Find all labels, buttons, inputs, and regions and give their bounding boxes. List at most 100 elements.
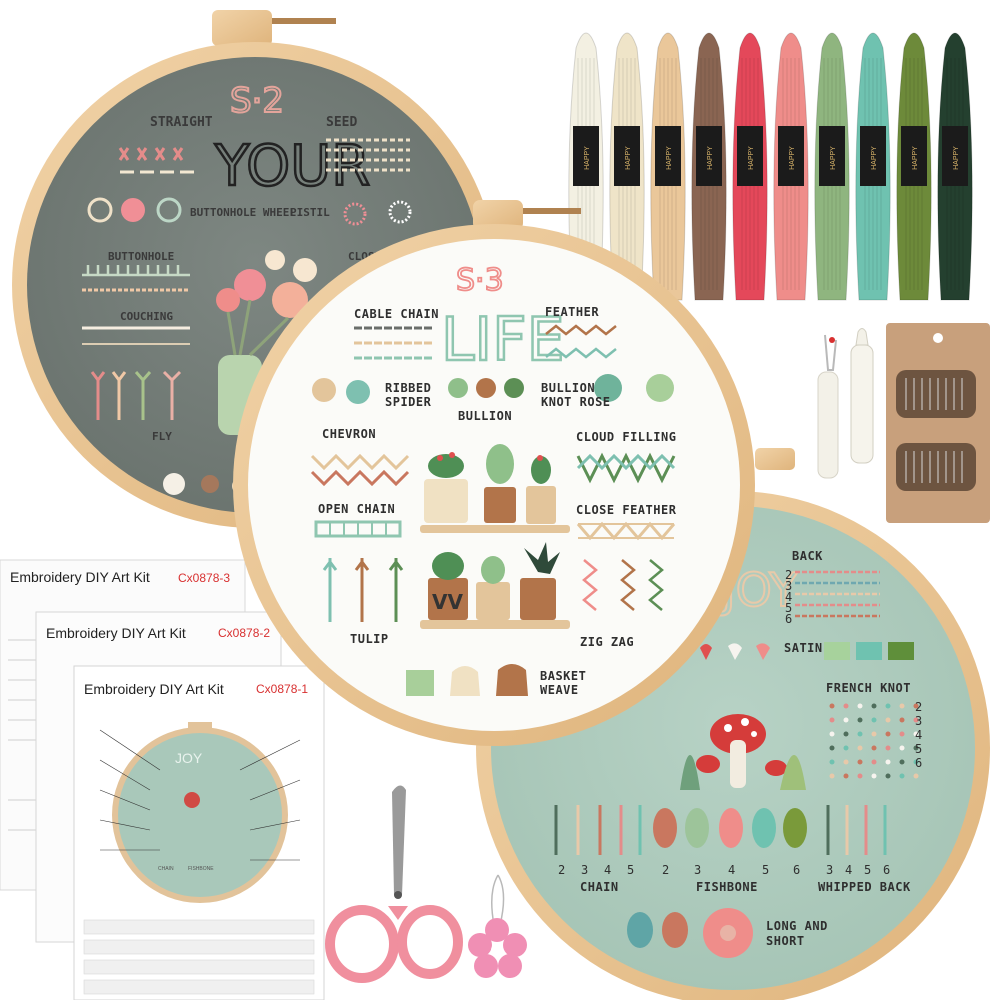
hoop-s1-label-chain: CHAIN <box>580 880 619 894</box>
hoop-s1-label-back: BACK <box>792 549 823 563</box>
french-knot-dot <box>913 703 919 709</box>
sheet-2-title: Embroidery DIY Art Kit <box>46 625 186 641</box>
hoop-s3-label-ribbed: RIBBED <box>385 381 431 395</box>
hoop-s3-open-chain-sample <box>314 520 402 538</box>
thread-band-label: HAPPY <box>666 146 673 170</box>
french-knot-dot <box>871 773 877 779</box>
french-knot-dot <box>857 703 863 709</box>
thread-band-label: HAPPY <box>953 146 960 170</box>
french-knot-dot <box>829 773 835 779</box>
thread-skein: HAPPY <box>691 32 727 301</box>
needle-threader <box>468 874 527 978</box>
hoop-s3-chevron-samples <box>310 453 410 487</box>
hoop-s3-close-feather-sample <box>576 521 676 541</box>
sheet-1-fishbone-label: FISHBONE <box>188 866 214 872</box>
thread-skein: HAPPY <box>896 32 932 301</box>
chalk-pen-tool <box>850 328 874 464</box>
back-row-number: 2 <box>785 568 792 582</box>
hoop-s1-long-and-short-samples <box>627 908 753 958</box>
french-knot-dot <box>885 745 891 751</box>
french-knot-dot <box>899 773 905 779</box>
whipped-back-number: 3 <box>826 863 833 877</box>
thread-skein: HAPPY <box>937 32 973 301</box>
french-knot-dot <box>885 731 891 737</box>
hoop-s3-label-weave: WEAVE <box>540 683 579 697</box>
hoop-s3-stage: S·3 <box>456 263 504 298</box>
sheet-3-title: Embroidery DIY Art Kit <box>10 569 150 585</box>
hoop-s2-label-fly: FLY <box>152 430 172 443</box>
hoop-s1-french-knots <box>829 703 919 779</box>
hoop-s3: S·3 LIFE CABLE CHAIN FEATHER RIBBED SPID… <box>233 200 755 746</box>
french-knot-dot <box>899 703 905 709</box>
french-knot-dot <box>843 731 849 737</box>
hoop-s3-label-chevron: CHEVRON <box>322 427 376 441</box>
french-knot-row-number: 2 <box>915 700 922 714</box>
thread-band-label: HAPPY <box>748 146 755 170</box>
hoop-s1-label-satin: SATIN <box>784 641 823 655</box>
chain-number: 3 <box>581 863 588 877</box>
hoop-s3-cloud-filling-sample <box>576 452 676 484</box>
hoop-s3-cactus-shelves: VV <box>420 444 570 629</box>
hoop-s3-tulip-samples <box>322 558 404 622</box>
back-row-number: 3 <box>785 579 792 593</box>
thread-skein: HAPPY <box>732 32 768 301</box>
fishbone-number: 5 <box>762 863 769 877</box>
french-knot-dot <box>871 745 877 751</box>
french-knot-dot <box>829 703 835 709</box>
hoop-s1-label-whipped-back: WHIPPED BACK <box>818 880 911 894</box>
french-knot-row-number: 6 <box>915 756 922 770</box>
french-knot-dot <box>885 703 891 709</box>
french-knot-dot <box>899 759 905 765</box>
hoop-s2-label-straight: STRAIGHT <box>150 115 213 130</box>
hoop-s1-label-long-and-short-1: LONG AND <box>766 919 828 933</box>
fishbone-number: 4 <box>728 863 735 877</box>
thread-skein: HAPPY <box>650 32 686 301</box>
hoop-s3-basket-weave-samples <box>406 664 528 696</box>
thread-skeins: HAPPY HAPPY HAPPY HAPPY HAPPY HAPPY HAPPY HAPPY… <box>568 32 973 301</box>
french-knot-dot <box>843 759 849 765</box>
hoop-s3-label-bullion-2: BULLION <box>541 381 595 395</box>
hoop-s3-spider-and-rose-samples <box>312 374 674 404</box>
hoop-s3-label-cloud-filling: CLOUD FILLING <box>576 430 676 444</box>
french-knot-dot <box>913 773 919 779</box>
fishbone-number: 3 <box>694 863 701 877</box>
french-knot-row-number: 4 <box>915 728 922 742</box>
hoop-s2-label-seed: SEED <box>326 115 357 130</box>
hoop-s3-label-bullion: BULLION <box>458 409 512 423</box>
sheet-1-title: Embroidery DIY Art Kit <box>84 681 224 697</box>
french-knot-dot <box>829 731 835 737</box>
thread-band-label: HAPPY <box>912 146 919 170</box>
french-knot-dot <box>857 759 863 765</box>
thread-band-label: HAPPY <box>830 146 837 170</box>
back-row-number: 5 <box>785 601 792 615</box>
french-knot-dot <box>829 717 835 723</box>
thread-band-label: HAPPY <box>625 146 632 170</box>
hoop-s1-mushroom-scene <box>680 714 806 790</box>
french-knot-dot <box>843 703 849 709</box>
hoop-s2-word: YOUR <box>214 134 370 199</box>
french-knot-dot <box>899 731 905 737</box>
back-row-number: 6 <box>785 612 792 626</box>
hoop-s3-zig-zag-samples <box>582 559 664 611</box>
thread-band-label: HAPPY <box>789 146 796 170</box>
french-knot-dot <box>871 717 877 723</box>
chain-number: 4 <box>604 863 611 877</box>
hoop-s3-label-spider: SPIDER <box>385 395 432 409</box>
hoop-s2-label-buttonhole-wheel: BUTTONHOLE WHEEL <box>190 206 296 219</box>
french-knot-dot <box>885 773 891 779</box>
thread-band-label: HAPPY <box>707 146 714 170</box>
fishbone-number: 2 <box>662 863 669 877</box>
french-knot-dot <box>913 717 919 723</box>
french-knot-row-number: 3 <box>915 714 922 728</box>
french-knot-dot <box>913 759 919 765</box>
french-knot-dot <box>829 745 835 751</box>
french-knot-dot <box>913 731 919 737</box>
french-knot-dot <box>857 745 863 751</box>
chain-number: 5 <box>627 863 634 877</box>
french-knot-dot <box>857 731 863 737</box>
hoop-s3-fabric <box>248 239 740 731</box>
thread-band-label: HAPPY <box>584 146 591 170</box>
hoop-s3-label-basket: BASKET <box>540 669 586 683</box>
fishbone-number: 6 <box>793 863 800 877</box>
